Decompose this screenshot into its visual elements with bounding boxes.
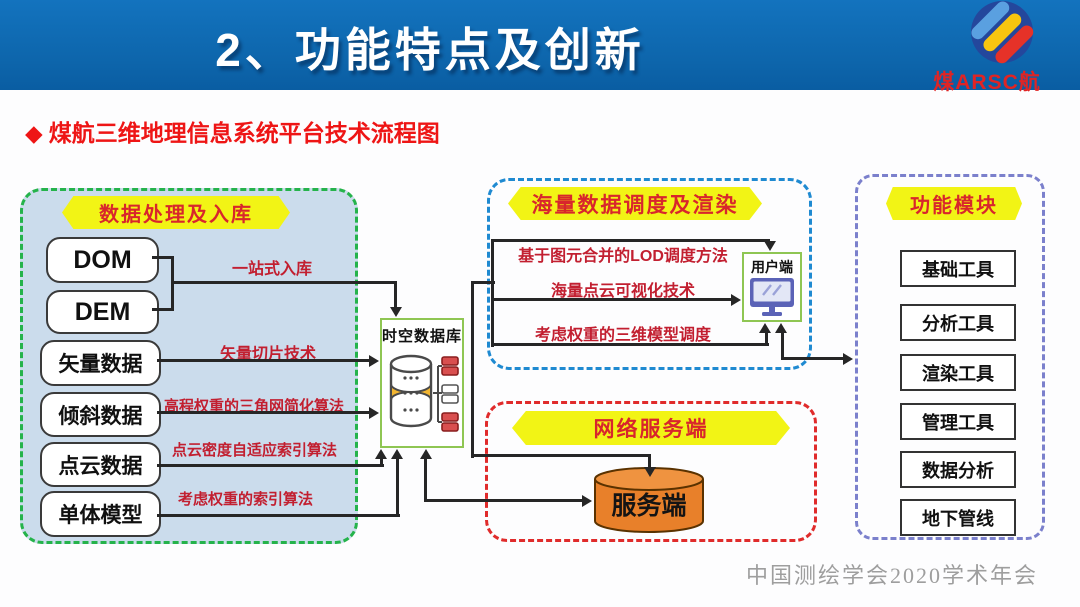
technique-pointcloud-visualization: 海量点云可视化技术 xyxy=(550,283,695,300)
source-box-vector-data: 矢量数据 xyxy=(40,340,161,386)
connector-line xyxy=(491,239,770,242)
connector-line xyxy=(157,514,400,517)
data-processing-banner: 数据处理及入库 xyxy=(62,196,290,229)
diagram-subtitle: ◆煤航三维地理信息系统平台技术流程图 xyxy=(25,114,440,148)
function-modules-panel xyxy=(855,174,1045,540)
client-label: 用户端 xyxy=(751,259,793,275)
function-modules-banner: 功能模块 xyxy=(886,187,1022,220)
connector-line xyxy=(471,454,651,457)
logo-emblem-icon xyxy=(971,1,1034,64)
arrowhead-modules-to-client xyxy=(775,323,787,333)
connector-line xyxy=(424,499,584,502)
connector-line xyxy=(471,281,474,458)
connector-line xyxy=(471,281,495,284)
module-render-tools: 渲染工具 xyxy=(900,354,1016,391)
arrowhead-model-to-database xyxy=(391,449,403,459)
arrowhead-client-to-modules xyxy=(843,353,853,365)
source-box-oblique-data: 倾斜数据 xyxy=(40,392,161,437)
logo-text: 煤ARSC航 xyxy=(933,71,1041,94)
arrowhead-into-client-left xyxy=(731,294,741,306)
company-logo: 煤ARSC航 xyxy=(902,0,1072,96)
method-label-weighted-index: 考虑权重的索引算法 xyxy=(178,491,314,508)
connector-line xyxy=(781,357,845,360)
method-label-vector-tiling: 矢量切片技术 xyxy=(220,346,317,363)
dispatch-render-panel xyxy=(487,178,812,370)
arrowhead-pointcloud-to-database xyxy=(375,449,387,459)
arrowhead-vector-to-database xyxy=(369,355,379,367)
module-underground-pipeline: 地下管线 xyxy=(900,499,1016,536)
connector-line xyxy=(157,411,371,414)
connector-line xyxy=(157,464,384,467)
connector-line xyxy=(648,454,651,468)
arrowhead-oblique-to-database xyxy=(369,407,379,419)
server-cylinder: 服务端 xyxy=(593,466,705,539)
technique-weighted-model-dispatch: 考虑权重的三维模型调度 xyxy=(534,327,711,344)
source-box-dom: DOM xyxy=(46,237,159,283)
connector-line xyxy=(396,456,399,517)
connector-line xyxy=(491,298,733,301)
client-terminal-box: 用户端 xyxy=(742,252,802,322)
arrowhead-into-client-top xyxy=(764,241,776,251)
connector-line xyxy=(171,281,397,284)
arrowhead-into-database-top xyxy=(390,307,402,317)
method-label-pointcloud-index: 点云密度自适应索引算法 xyxy=(172,442,338,459)
connector-line xyxy=(152,308,172,311)
subtitle-text: 煤航三维地理信息系统平台技术流程图 xyxy=(48,120,440,146)
dispatch-render-banner: 海量数据调度及渲染 xyxy=(508,187,762,220)
connector-line xyxy=(380,456,383,467)
connector-line xyxy=(394,281,397,309)
arrowhead-into-server-top xyxy=(644,467,656,477)
arrowhead-database-to-server xyxy=(582,495,592,507)
title-banner: 2、功能特点及创新 煤ARSC航 xyxy=(0,0,1080,94)
source-box-pointcloud-data: 点云数据 xyxy=(40,442,161,487)
network-server-panel xyxy=(485,401,817,542)
network-server-banner: 网络服务端 xyxy=(512,411,790,445)
arrowhead-server-to-database xyxy=(420,449,432,459)
connector-line xyxy=(491,343,769,346)
connector-line xyxy=(424,457,427,502)
page-title: 2、功能特点及创新 xyxy=(215,24,645,76)
source-box-single-model: 单体模型 xyxy=(40,491,161,537)
diamond-bullet-icon: ◆ xyxy=(25,120,43,146)
module-data-analysis: 数据分析 xyxy=(900,451,1016,488)
connector-line xyxy=(152,256,172,259)
server-cylinder-icon: 服务端 xyxy=(594,467,704,533)
method-label-tin-simplify: 高程权重的三角网简化算法 xyxy=(164,398,345,415)
connector-line xyxy=(765,331,768,346)
module-analysis-tools: 分析工具 xyxy=(900,304,1016,341)
module-basic-tools: 基础工具 xyxy=(900,250,1016,287)
connector-line xyxy=(781,331,784,360)
monitor-icon xyxy=(750,278,794,316)
module-manage-tools: 管理工具 xyxy=(900,403,1016,440)
arrowhead-into-client-bottom xyxy=(759,323,771,333)
database-icon xyxy=(389,354,459,432)
conference-footer: 中国测绘学会2020学术年会 xyxy=(745,563,1038,588)
technique-lod-dispatch: 基于图元合并的LOD调度方法 xyxy=(518,248,728,265)
database-label: 时空数据库 xyxy=(382,328,463,345)
connector-line xyxy=(157,359,371,362)
source-box-dem: DEM xyxy=(46,290,159,334)
method-label-onestop: 一站式入库 xyxy=(232,261,313,278)
spatiotemporal-database-box: 时空数据库 xyxy=(380,318,464,448)
server-label: 服务端 xyxy=(611,492,686,520)
connector-line xyxy=(491,239,494,347)
